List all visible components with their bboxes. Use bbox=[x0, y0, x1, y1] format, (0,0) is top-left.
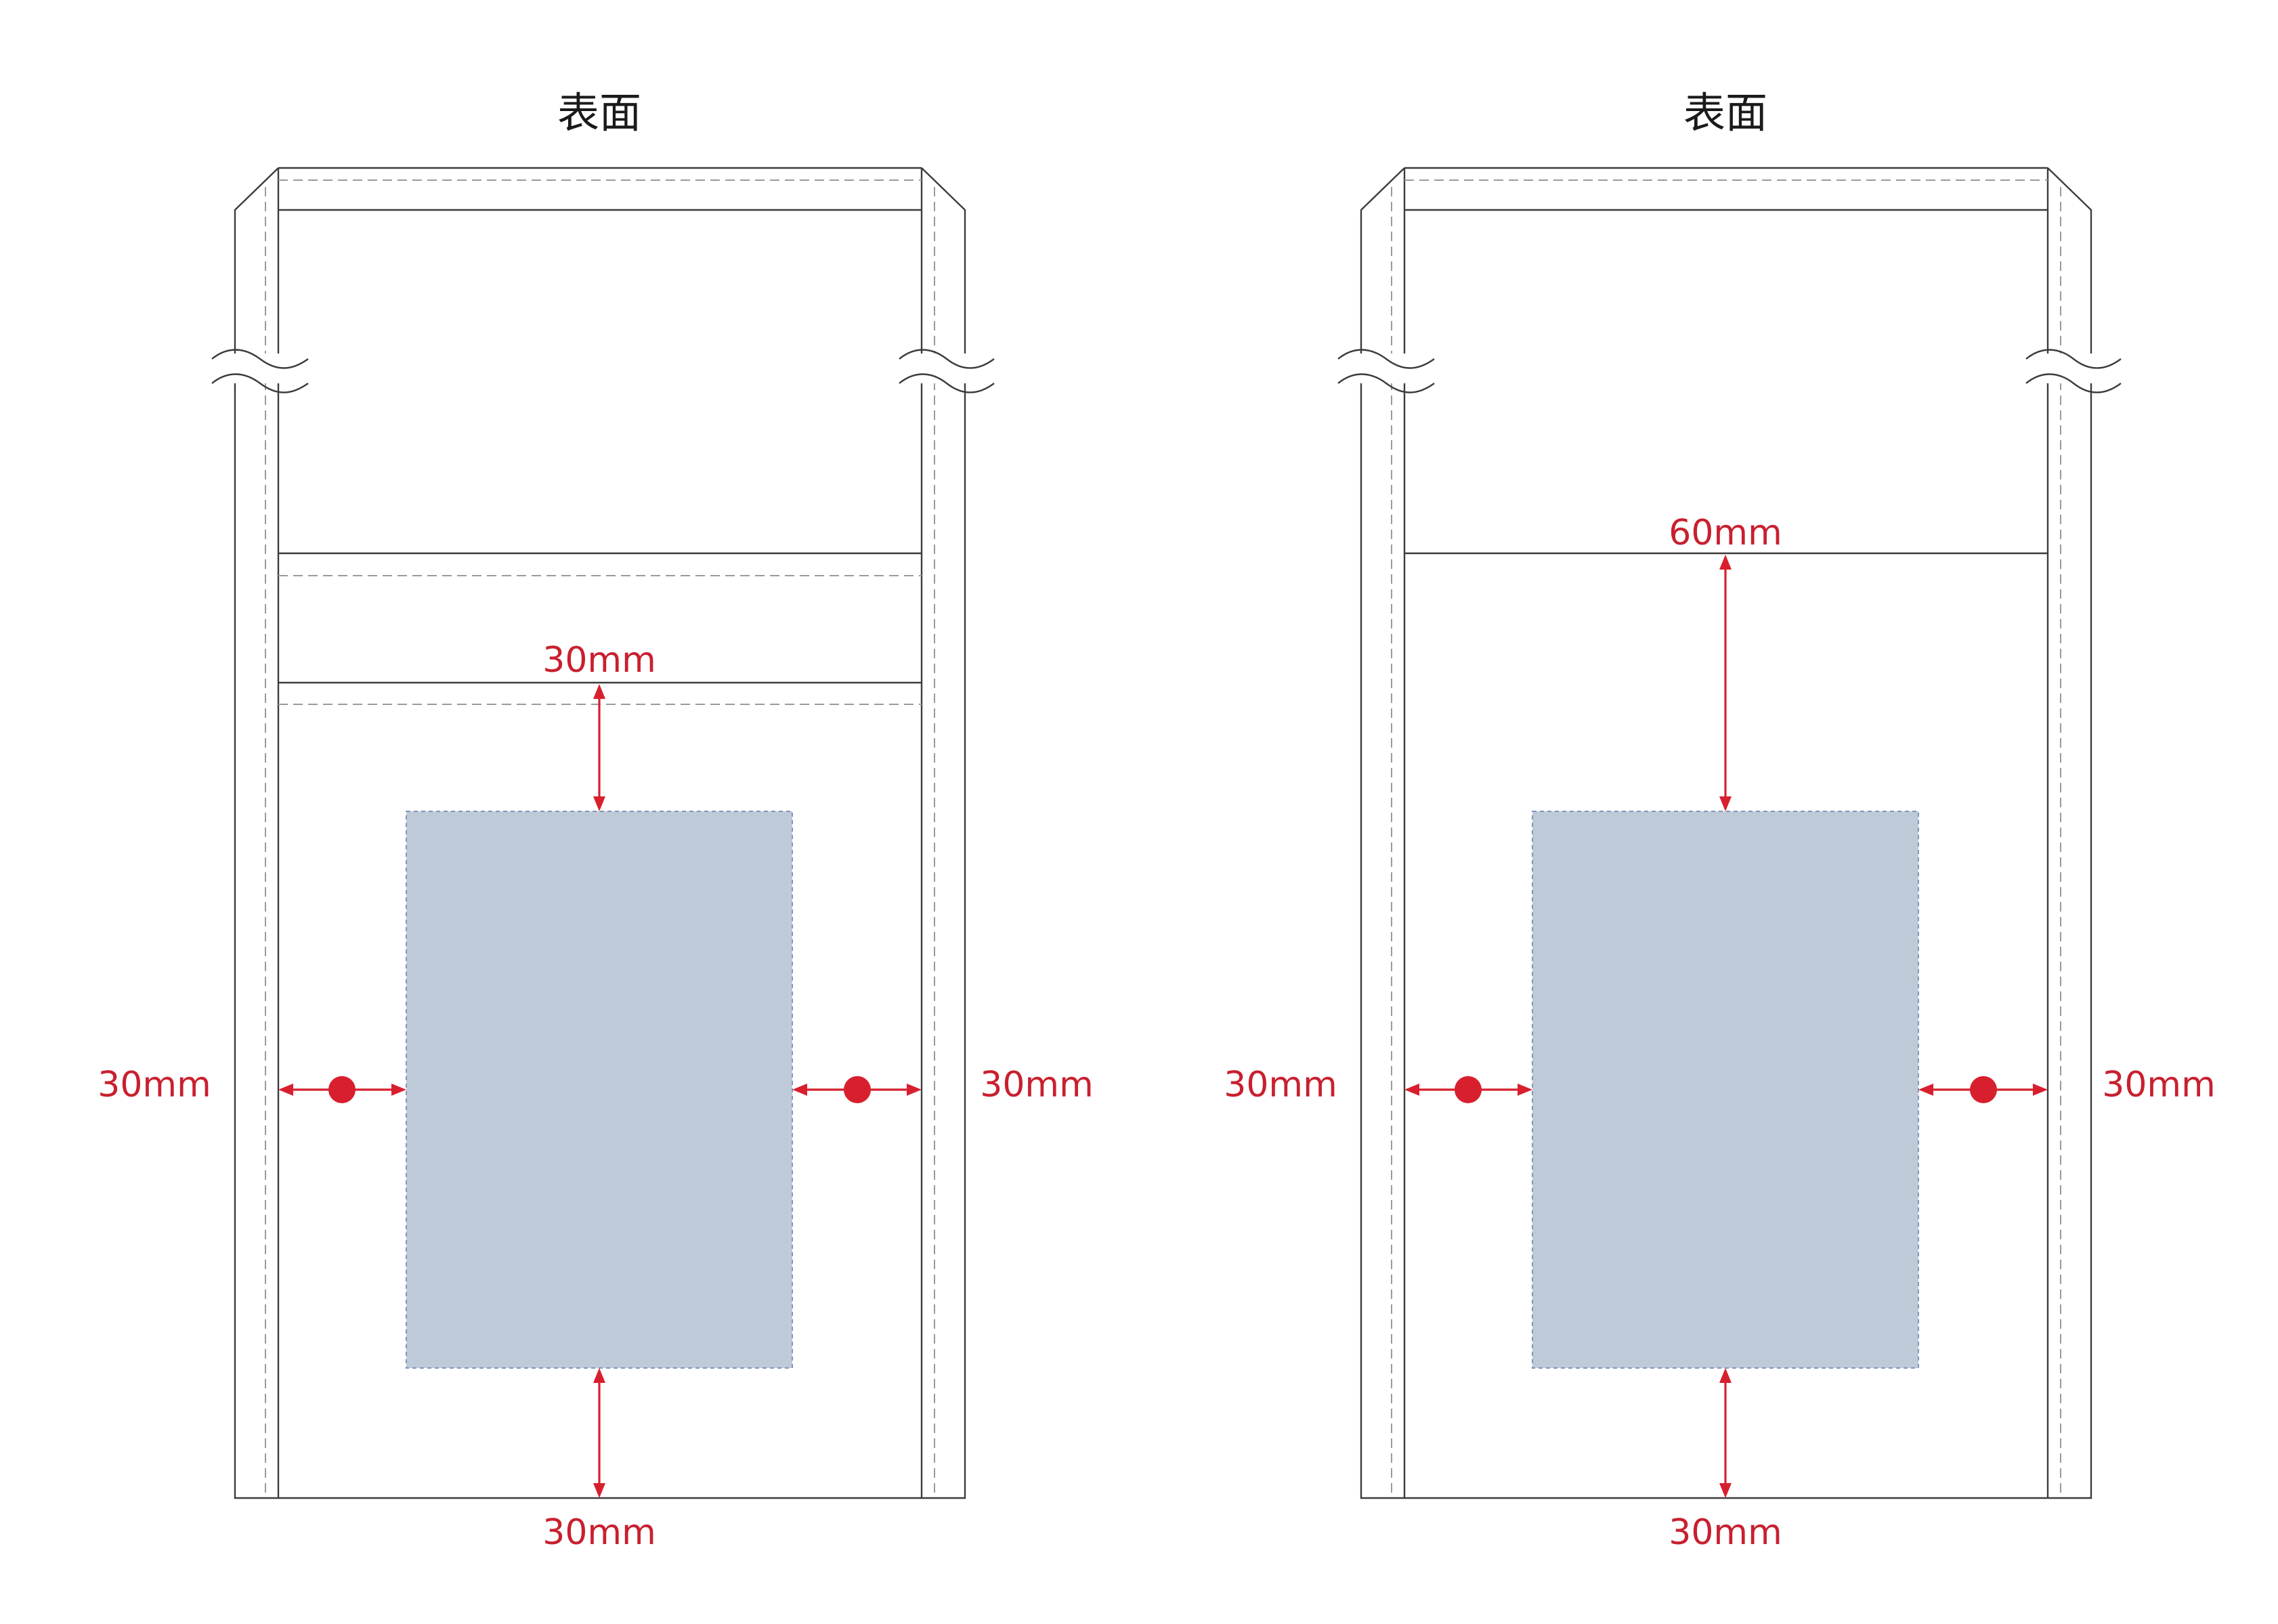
dim-bottom-label-right: 30mm bbox=[1669, 1512, 1782, 1553]
panel-left: 表面 bbox=[98, 88, 1093, 1553]
dim-bottom-left bbox=[593, 1368, 605, 1498]
dim-bottom-right bbox=[1719, 1368, 1732, 1498]
print-area-left bbox=[406, 811, 793, 1369]
dim-right-right bbox=[1918, 1076, 2048, 1103]
break-mark-right-left-edge bbox=[1337, 349, 1435, 393]
panel-left-title: 表面 bbox=[557, 88, 641, 137]
print-area-right bbox=[1532, 811, 1919, 1369]
dim-left-right bbox=[1404, 1076, 1532, 1103]
bag-outline-right bbox=[1360, 167, 2092, 1499]
dim-top-left bbox=[593, 684, 605, 811]
dim-right-label-right: 30mm bbox=[2102, 1065, 2215, 1105]
dim-left-label-left: 30mm bbox=[98, 1065, 211, 1105]
dim-left-label-right: 30mm bbox=[1224, 1065, 1337, 1105]
bag-outline-left bbox=[234, 167, 966, 1499]
dim-top-label-right: 60mm bbox=[1669, 513, 1782, 553]
break-mark-left-right-edge bbox=[899, 349, 995, 393]
dim-left-left bbox=[278, 1076, 406, 1103]
break-mark-right-edge bbox=[2025, 349, 2122, 393]
dim-right-left bbox=[792, 1076, 922, 1103]
panel-right-title: 表面 bbox=[1683, 88, 1767, 137]
dim-top-right bbox=[1719, 555, 1732, 811]
dim-bottom-label-left: 30mm bbox=[542, 1512, 656, 1553]
break-mark-left-edge bbox=[211, 349, 309, 393]
panel-right: 表面 60mm bbox=[1224, 88, 2215, 1553]
dim-right-label-left: 30mm bbox=[980, 1065, 1093, 1105]
dim-top-label-left: 30mm bbox=[542, 640, 656, 681]
